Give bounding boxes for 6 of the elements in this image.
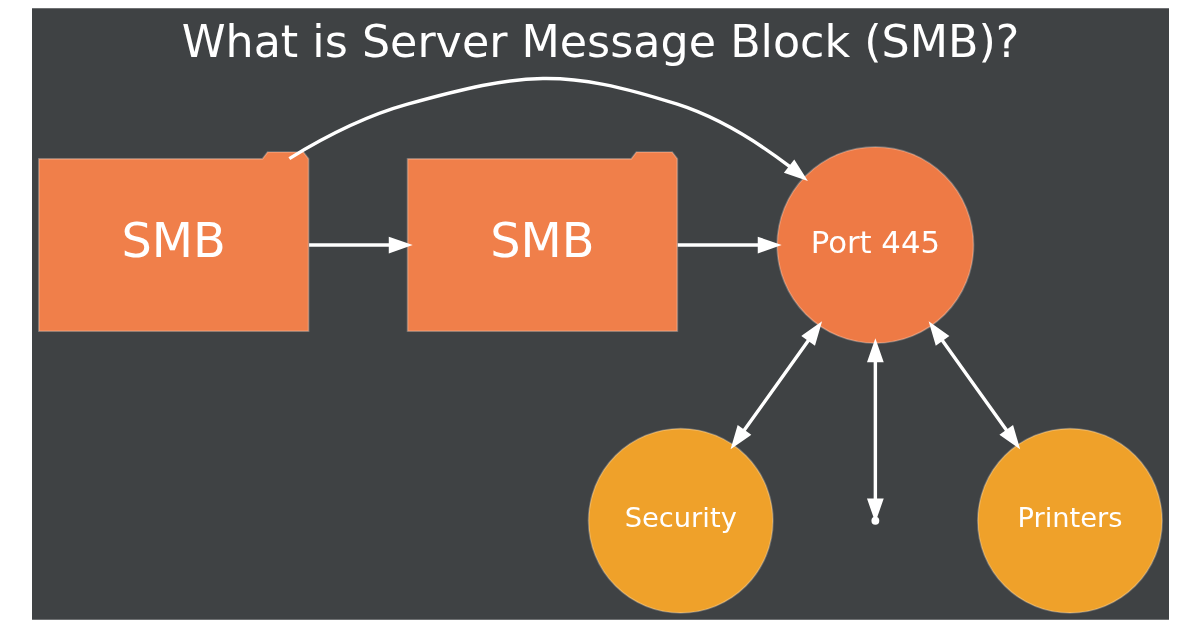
diagram-title: What is Server Message Block (SMB)? <box>181 16 1019 68</box>
arrow <box>928 321 1020 450</box>
arrow <box>730 321 822 450</box>
arrow <box>308 236 413 254</box>
arrow <box>677 236 782 254</box>
arrow <box>287 76 808 181</box>
